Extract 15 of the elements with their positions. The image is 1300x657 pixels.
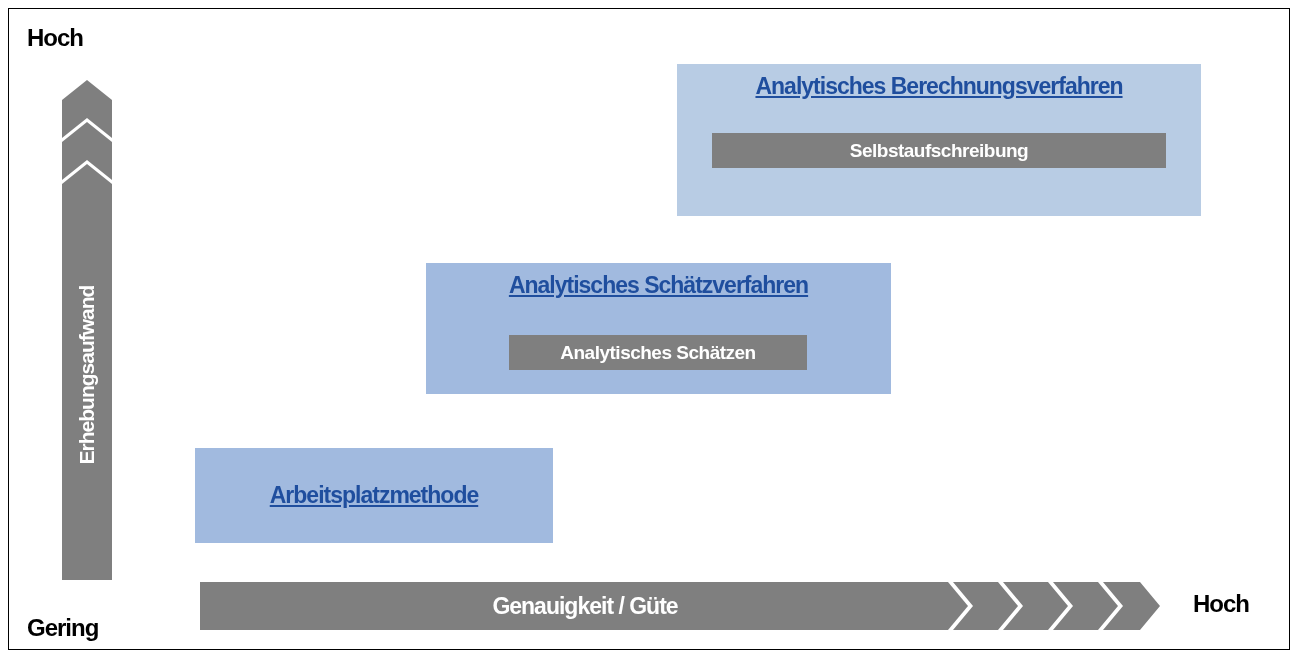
axis-end-label: Hoch bbox=[27, 24, 83, 52]
axis-title: Genauigkeit / Güte bbox=[492, 592, 678, 620]
method-heading: Arbeitsplatzmethode bbox=[269, 482, 479, 509]
method-panel bbox=[195, 448, 553, 543]
method-panel bbox=[677, 64, 1201, 216]
axis-end-label: Hoch bbox=[1193, 590, 1249, 618]
method-panel bbox=[426, 263, 891, 394]
method-bar bbox=[509, 335, 807, 370]
axis-title: Erhebungsaufwand bbox=[75, 285, 99, 465]
method-heading: Analytisches Schätzverfahren bbox=[508, 272, 809, 299]
method-label: Selbstaufschreibung bbox=[849, 139, 1029, 162]
method-label: Analytisches Schätzen bbox=[560, 341, 756, 364]
method-heading: Analytisches Berechnungsverfahren bbox=[755, 73, 1123, 100]
method-bar bbox=[712, 133, 1166, 168]
axis-end-label: Gering bbox=[27, 614, 99, 642]
